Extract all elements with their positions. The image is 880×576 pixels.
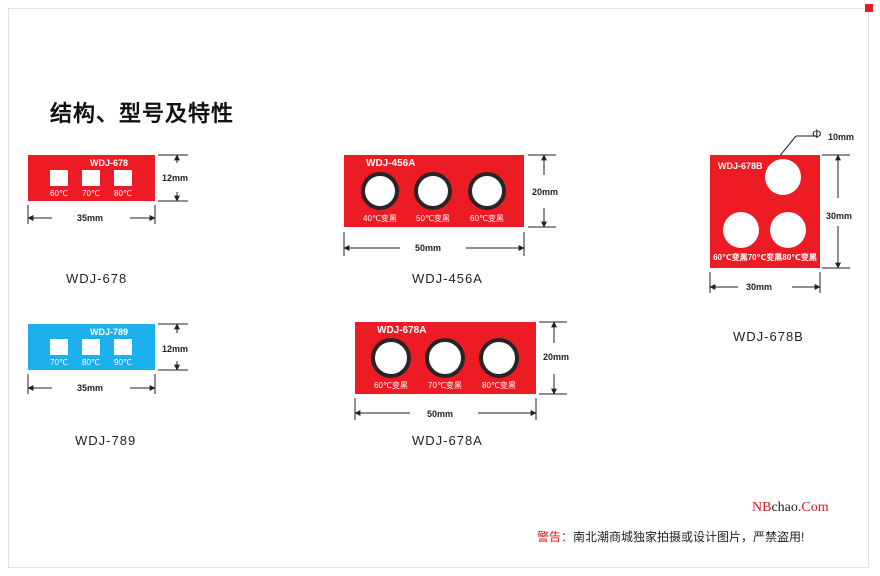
dimension-height: 12mm xyxy=(162,344,189,354)
content-frame xyxy=(8,8,869,568)
watermark-logo: NBchao.Com xyxy=(752,500,829,515)
indicator-square xyxy=(114,170,132,186)
card-model-text: WDJ-456A xyxy=(366,158,416,169)
indicator-square xyxy=(82,339,100,355)
indicator-square xyxy=(50,170,68,186)
temp-label: 60℃ xyxy=(50,189,68,198)
dimension-height: 20mm xyxy=(532,187,559,197)
card-model-text: WDJ-678B xyxy=(718,161,763,171)
indicator-dot xyxy=(414,172,452,210)
warning-label: 警告： xyxy=(537,530,574,544)
temp-label: 80℃变黑 xyxy=(482,381,516,390)
card-model-text: WDJ-678A xyxy=(377,325,427,336)
temp-label: 90℃ xyxy=(114,358,132,367)
dimension-diameter: 10mm xyxy=(828,132,855,142)
dimension-width: 50mm xyxy=(415,243,442,253)
temp-label: 70℃ xyxy=(50,358,68,367)
temp-label: 50℃变黑 xyxy=(416,214,450,223)
dimension-height: 30mm xyxy=(826,211,853,221)
label-card-wdj-456a: WDJ-456A 40℃变黑 50℃变黑 60℃变黑 xyxy=(344,155,524,227)
label-card-wdj-789: WDJ-789 70℃ 80℃ 90℃ xyxy=(28,324,155,370)
model-label-wdj-678a: WDJ-678A xyxy=(412,433,483,448)
temp-label: 60℃变黑 xyxy=(374,381,408,390)
model-label-wdj-456a: WDJ-456A xyxy=(412,271,483,286)
indicator-square xyxy=(82,170,100,186)
label-card-wdj-678b: WDJ-678B 60℃变黑70℃变黑80℃变黑 xyxy=(710,155,820,268)
indicator-dot xyxy=(425,338,465,378)
diameter-symbol: Φ xyxy=(812,127,822,141)
indicator-dot xyxy=(723,212,759,248)
temp-label: 40℃变黑 xyxy=(363,214,397,223)
temp-label-line: 60℃变黑70℃变黑80℃变黑 xyxy=(713,253,817,262)
card-model-text: WDJ-789 xyxy=(90,327,129,337)
temp-label: 70℃变黑 xyxy=(428,381,462,390)
indicator-square xyxy=(50,339,68,355)
indicator-dot xyxy=(479,338,519,378)
temp-label: 70℃ xyxy=(82,189,100,198)
copyright-warning: 警告：南北潮商城独家拍摄或设计图片，严禁盗用! xyxy=(537,528,804,545)
indicator-dot xyxy=(361,172,399,210)
temp-label: 80℃ xyxy=(82,358,100,367)
section-title: 结构、型号及特性 xyxy=(50,102,235,127)
dimension-height: 20mm xyxy=(543,352,570,362)
indicator-dot xyxy=(770,212,806,248)
indicator-dot xyxy=(765,159,801,195)
indicator-dot xyxy=(371,338,411,378)
dimension-width: 35mm xyxy=(77,213,104,223)
indicator-square xyxy=(114,339,132,355)
temp-label: 80℃ xyxy=(114,189,132,198)
corner-marker xyxy=(865,4,873,12)
label-card-wdj-678: WDJ-678 60℃ 70℃ 80℃ xyxy=(28,155,155,201)
label-card-wdj-678a: WDJ-678A 60℃变黑 70℃变黑 80℃变黑 xyxy=(355,322,536,394)
dimension-height: 12mm xyxy=(162,173,189,183)
warning-text: 南北潮商城独家拍摄或设计图片，严禁盗用! xyxy=(573,530,805,544)
dimension-width: 50mm xyxy=(427,409,454,419)
temp-label: 60℃变黑 xyxy=(470,214,504,223)
model-label-wdj-789: WDJ-789 xyxy=(75,433,137,448)
dimension-width: 35mm xyxy=(77,383,104,393)
model-label-wdj-678: WDJ-678 xyxy=(66,271,128,286)
dimension-width: 30mm xyxy=(746,282,773,292)
indicator-dot xyxy=(468,172,506,210)
model-label-wdj-678b: WDJ-678B xyxy=(733,329,804,344)
card-model-text: WDJ-678 xyxy=(90,158,129,168)
